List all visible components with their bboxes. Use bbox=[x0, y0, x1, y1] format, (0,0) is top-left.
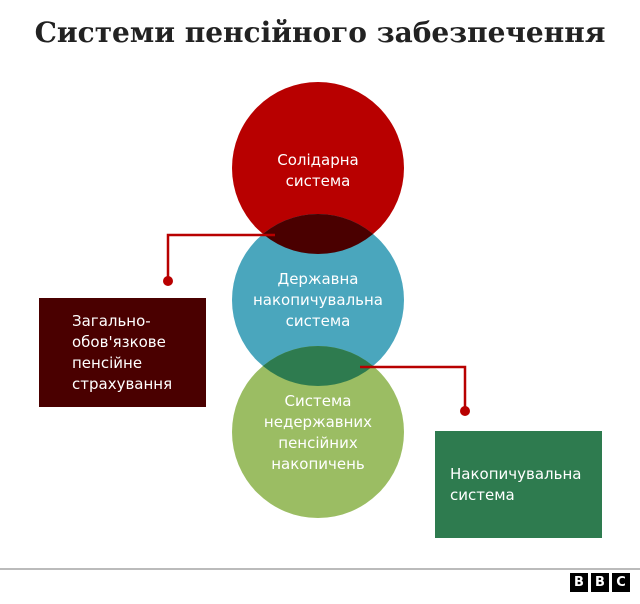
connector-left bbox=[166, 233, 275, 281]
connector-right-dot bbox=[460, 406, 470, 416]
connector-left-dot bbox=[163, 276, 173, 286]
circle-state-funded bbox=[232, 214, 404, 386]
page-title: Системи пенсійного забезпечення bbox=[34, 16, 606, 49]
circle-nonstate bbox=[232, 346, 404, 518]
connector-right bbox=[360, 365, 467, 411]
footer-divider bbox=[0, 568, 640, 570]
circle-solidarity bbox=[232, 82, 404, 254]
